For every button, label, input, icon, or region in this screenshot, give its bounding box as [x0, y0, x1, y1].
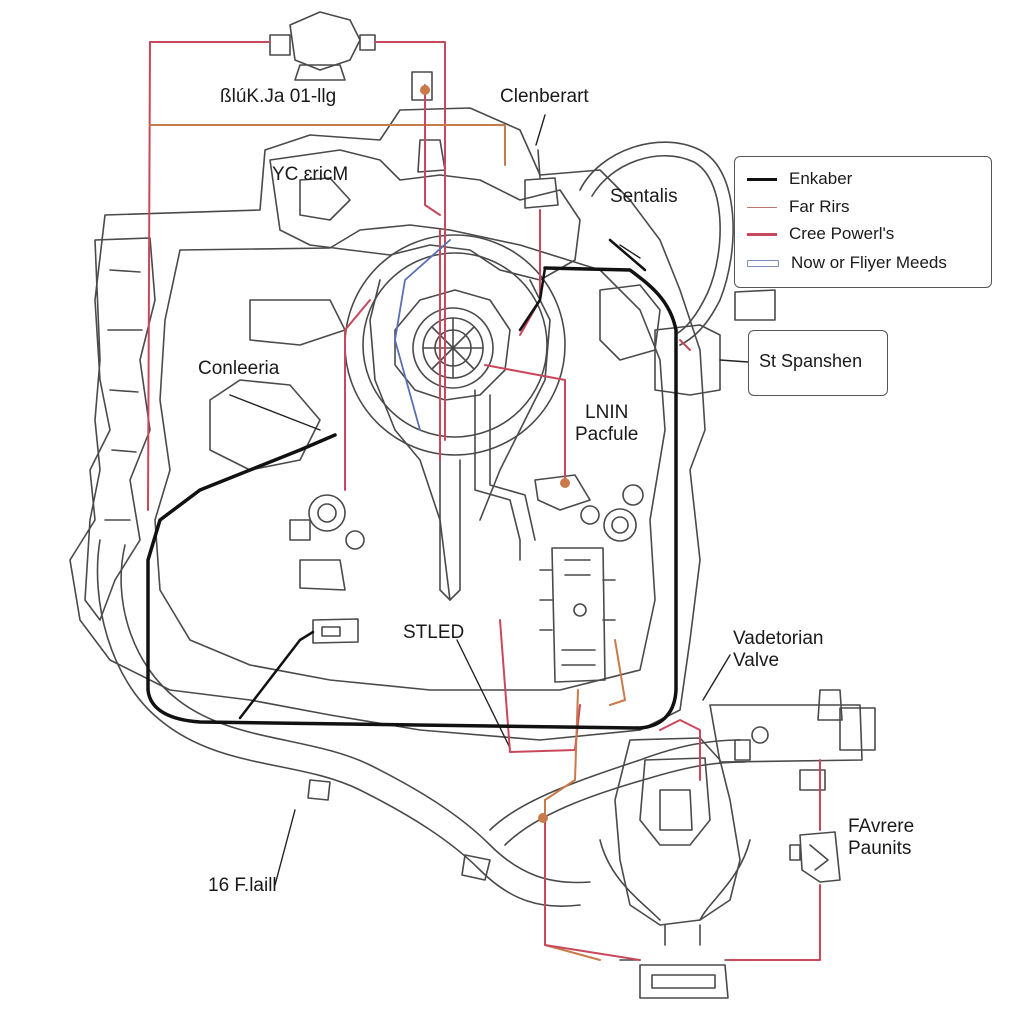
legend-label-2: Far Rirs	[789, 197, 850, 216]
label-vadetorian: Vadetorian Valve	[733, 628, 824, 672]
label-stled: STLED	[403, 622, 465, 643]
label-clenberart: Clenberart	[500, 86, 589, 107]
black-harness-branch	[238, 630, 315, 720]
label-yc: YC ɛricM	[272, 164, 349, 185]
label-top-left: ßlúK.Ja 01-llg	[220, 86, 337, 107]
orange-wire-lower	[544, 639, 626, 961]
legend-label-3: Cree Powerl's	[789, 224, 895, 243]
top-sensor	[289, 11, 361, 71]
label-lnin-line2: Pacfule	[575, 423, 639, 445]
favrere-pump-unit	[799, 831, 841, 883]
red-wire-center	[344, 84, 441, 491]
left-housing	[84, 237, 156, 621]
legend-swatch-2	[747, 206, 777, 208]
legend-label-4: Now or Fliyer Meeds	[791, 253, 947, 272]
red-wire-bottom	[544, 719, 821, 961]
label-vade-line2: Valve	[733, 649, 780, 671]
legend: Enkaber Far Rirs Cree Powerl's Now or Fl…	[734, 156, 992, 288]
engine-block-outline	[69, 107, 706, 741]
legend-item-3: Cree Powerl's	[747, 224, 894, 244]
orange-wire-top	[149, 124, 506, 166]
legend-item-4: Now or Fliyer Meeds	[747, 253, 947, 273]
stled-connector	[312, 618, 359, 644]
label-fall: 16 F.laill	[208, 875, 277, 896]
pump-body	[614, 737, 741, 926]
label-st-spanshen: St Spanshen	[759, 351, 863, 371]
electrical-module	[551, 547, 606, 683]
label-sentalis: Sentalis	[610, 186, 678, 207]
engine-inner-outline	[154, 224, 666, 691]
black-harness-left	[146, 266, 678, 730]
label-lnin-line1: LNIN	[585, 402, 629, 423]
valve-assembly	[709, 704, 863, 763]
label-favrere: FAvrere Paunits	[848, 816, 914, 860]
upper-manifold	[269, 149, 581, 281]
label-lnin: LNIN Pacfule	[575, 402, 638, 446]
blue-wire	[394, 239, 451, 431]
legend-label-1: Enkaber	[789, 169, 853, 188]
upper-hose-loop	[579, 141, 734, 346]
label-vade-line1: Vadetorian	[733, 628, 824, 649]
red-wire-top	[147, 41, 446, 511]
legend-item-2: Far Rirs	[747, 197, 849, 217]
label-favrere-line1: FAvrere	[848, 816, 915, 837]
legend-swatch-3	[747, 232, 777, 236]
legend-item-1: Enkaber	[747, 169, 852, 189]
legend-swatch-1	[747, 177, 777, 181]
lower-left-hose	[96, 539, 581, 908]
label-conleeria: Conleeria	[198, 358, 280, 379]
fan-assembly	[394, 289, 511, 401]
lower-pipe	[489, 739, 741, 831]
st-spanshen-callout: St Spanshen	[748, 330, 888, 396]
legend-swatch-4	[747, 259, 779, 267]
bottom-connector	[639, 964, 729, 999]
label-favrere-line2: Paunits	[848, 837, 912, 859]
